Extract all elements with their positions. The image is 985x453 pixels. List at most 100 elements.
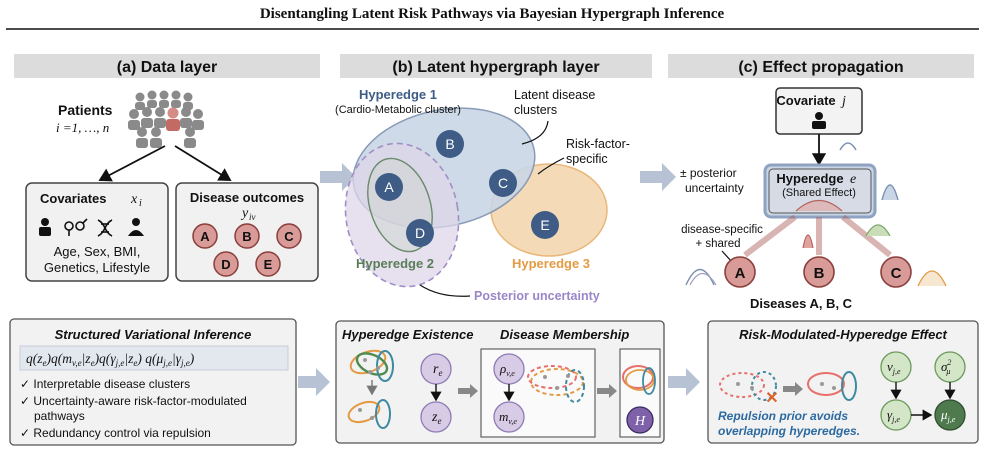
arrow-svi-to-inference (298, 368, 330, 396)
svg-text:A: A (735, 265, 746, 282)
svg-text:B: B (242, 229, 251, 244)
patients-crowd-icon (128, 90, 204, 148)
svg-text:γj,e: γj,e (887, 407, 900, 424)
repulsion-cross-icon: ✕ (765, 390, 778, 407)
rho-node: ρv,e (493, 353, 525, 385)
repulsion-text-1: Repulsion prior avoids (718, 409, 848, 423)
header-effect-propagation: (c) Effect propagation (668, 54, 974, 78)
header-data-layer-label: (a) Data layer (117, 59, 218, 76)
arrow-to-covariates (98, 145, 166, 182)
outcomes-symbol: y (240, 206, 249, 221)
dna-icon (97, 219, 113, 237)
hyperedge-e-label: Hyperedge (776, 171, 843, 186)
patients-label: Patients (58, 102, 113, 118)
latent-node-e: E (531, 211, 559, 239)
svg-text:C: C (284, 229, 294, 244)
sex-icon (64, 218, 88, 236)
svg-text:ze: ze (431, 410, 441, 426)
outcome-disease-c: C (276, 223, 302, 249)
hyperedge-e-symbol: e (850, 172, 856, 187)
disease-a-distribution-2 (689, 272, 717, 286)
mu-node: μj,e (934, 399, 966, 431)
latent-node-c: C (489, 169, 517, 197)
membership-to-h-arrow (597, 384, 617, 398)
latent-clusters-label-2: clusters (514, 103, 557, 117)
svi-check-1: ✓ Interpretable disease clusters (20, 377, 190, 391)
disease-c-distribution (917, 270, 947, 287)
disease-specific-label-2: + shared (695, 238, 740, 250)
svi-formula: q(ze)q(mv,e|ze)q(γj,e|ze) q(μj,e|γj,e) (26, 351, 195, 368)
svg-text:A: A (200, 229, 210, 244)
membership-panel-2: H (619, 348, 661, 438)
hyperedge-3-label: Hyperedge 3 (512, 256, 590, 271)
risk-modulated-box: Risk-Modulated-Hyperedge Effect ✕ Repuls… (707, 320, 979, 444)
svg-text:D: D (415, 225, 425, 241)
latent-clusters-pointer (521, 120, 549, 145)
outcome-disease-b: B (234, 223, 260, 249)
gamma-node: γj,e (880, 399, 912, 431)
shared-effect-label: (Shared Effect) (782, 187, 856, 199)
header-latent-layer: (b) Latent hypergraph layer (340, 54, 652, 78)
latent-clusters-label-1: Latent disease (514, 88, 595, 102)
doctor-icon (812, 112, 826, 129)
covariates-box: Covariates x i Age, Sex, BMI, Genetics, … (25, 182, 169, 282)
covariate-j-box: Covariate j (775, 87, 863, 135)
diseases-abc-label: Diseases A, B, C (750, 296, 853, 311)
existence-membership-box: Hyperedge Existence Disease Membership r… (335, 320, 665, 444)
svg-text:E: E (264, 257, 273, 272)
risk-specific-label-1: Risk-factor- (566, 137, 630, 151)
header-effect-propagation-label: (c) Effect propagation (738, 59, 903, 76)
posterior-uncertainty-label: Posterior uncertainty (474, 289, 600, 303)
svi-check-2: ✓ Uncertainty-aware risk-factor-modulate… (20, 394, 247, 408)
figure-title: Disentangling Latent Risk Pathways via B… (260, 6, 725, 22)
disease-c-green-distribution (865, 224, 891, 237)
outcome-disease-e: E (255, 251, 281, 277)
covariate-j-label: Covariate (776, 93, 835, 108)
posterior-uncertainty-pointer (419, 284, 471, 297)
svg-text:H: H (634, 414, 646, 429)
svg-text:μj,e: μj,e (940, 407, 956, 424)
effect-node-c: C (880, 256, 912, 288)
svi-formula-box (19, 345, 289, 371)
latent-node-a: A (375, 173, 403, 201)
age-icon (39, 218, 51, 236)
disease-specific-label-1: disease-specific (681, 224, 763, 236)
existence-to-membership-arrow (458, 384, 478, 398)
svi-check-3: ✓ Redundancy control via repulsion (20, 426, 211, 440)
svg-text:C: C (891, 265, 902, 282)
svg-text:mv,e: mv,e (499, 409, 517, 426)
latent-node-d: D (406, 219, 434, 247)
risk-specific-pointer (537, 157, 565, 175)
membership-dashed-ellipses (527, 365, 585, 403)
svg-text:B: B (445, 136, 454, 152)
disease-a-distribution-1 (685, 268, 715, 286)
repulsion-text-2: overlapping hyperedges. (718, 424, 860, 438)
covariates-subscript: i (139, 198, 142, 209)
hyperedge-1-label: Hyperedge 1 (359, 87, 437, 102)
panel-effect-propagation: Covariate j Hyperedge e (Shared Effect) … (680, 87, 947, 311)
r-node: re (420, 353, 452, 385)
svi-box: Structured Variational Inference q(ze)q(… (9, 318, 297, 446)
lifestyle-icon (128, 218, 144, 236)
arrow-to-outcomes (174, 145, 232, 181)
nu-node: νj,e (880, 351, 912, 383)
existence-title: Hyperedge Existence (342, 327, 474, 342)
svi-title: Structured Variational Inference (55, 327, 252, 342)
shared-effect-distribution (795, 199, 843, 212)
m-node: mv,e (493, 401, 525, 433)
repulsion-before-ellipses (719, 371, 777, 401)
svg-text:B: B (814, 265, 825, 282)
outcomes-box: Disease outcomes y iv A B C D E (175, 182, 319, 282)
patients-index: i =1, …, n (56, 120, 109, 135)
svg-text:σ2μ: σ2μ (941, 358, 951, 376)
svg-text:ρv,e: ρv,e (499, 361, 515, 378)
existence-ellipses-bottom (347, 399, 391, 429)
outcome-disease-a: A (192, 223, 218, 249)
header-latent-layer-label: (b) Latent hypergraph layer (392, 59, 599, 76)
effect-node-a: A (724, 256, 756, 288)
outcome-disease-d: D (213, 251, 239, 277)
covariates-label: Covariates (40, 191, 106, 206)
svg-text:C: C (498, 175, 508, 191)
